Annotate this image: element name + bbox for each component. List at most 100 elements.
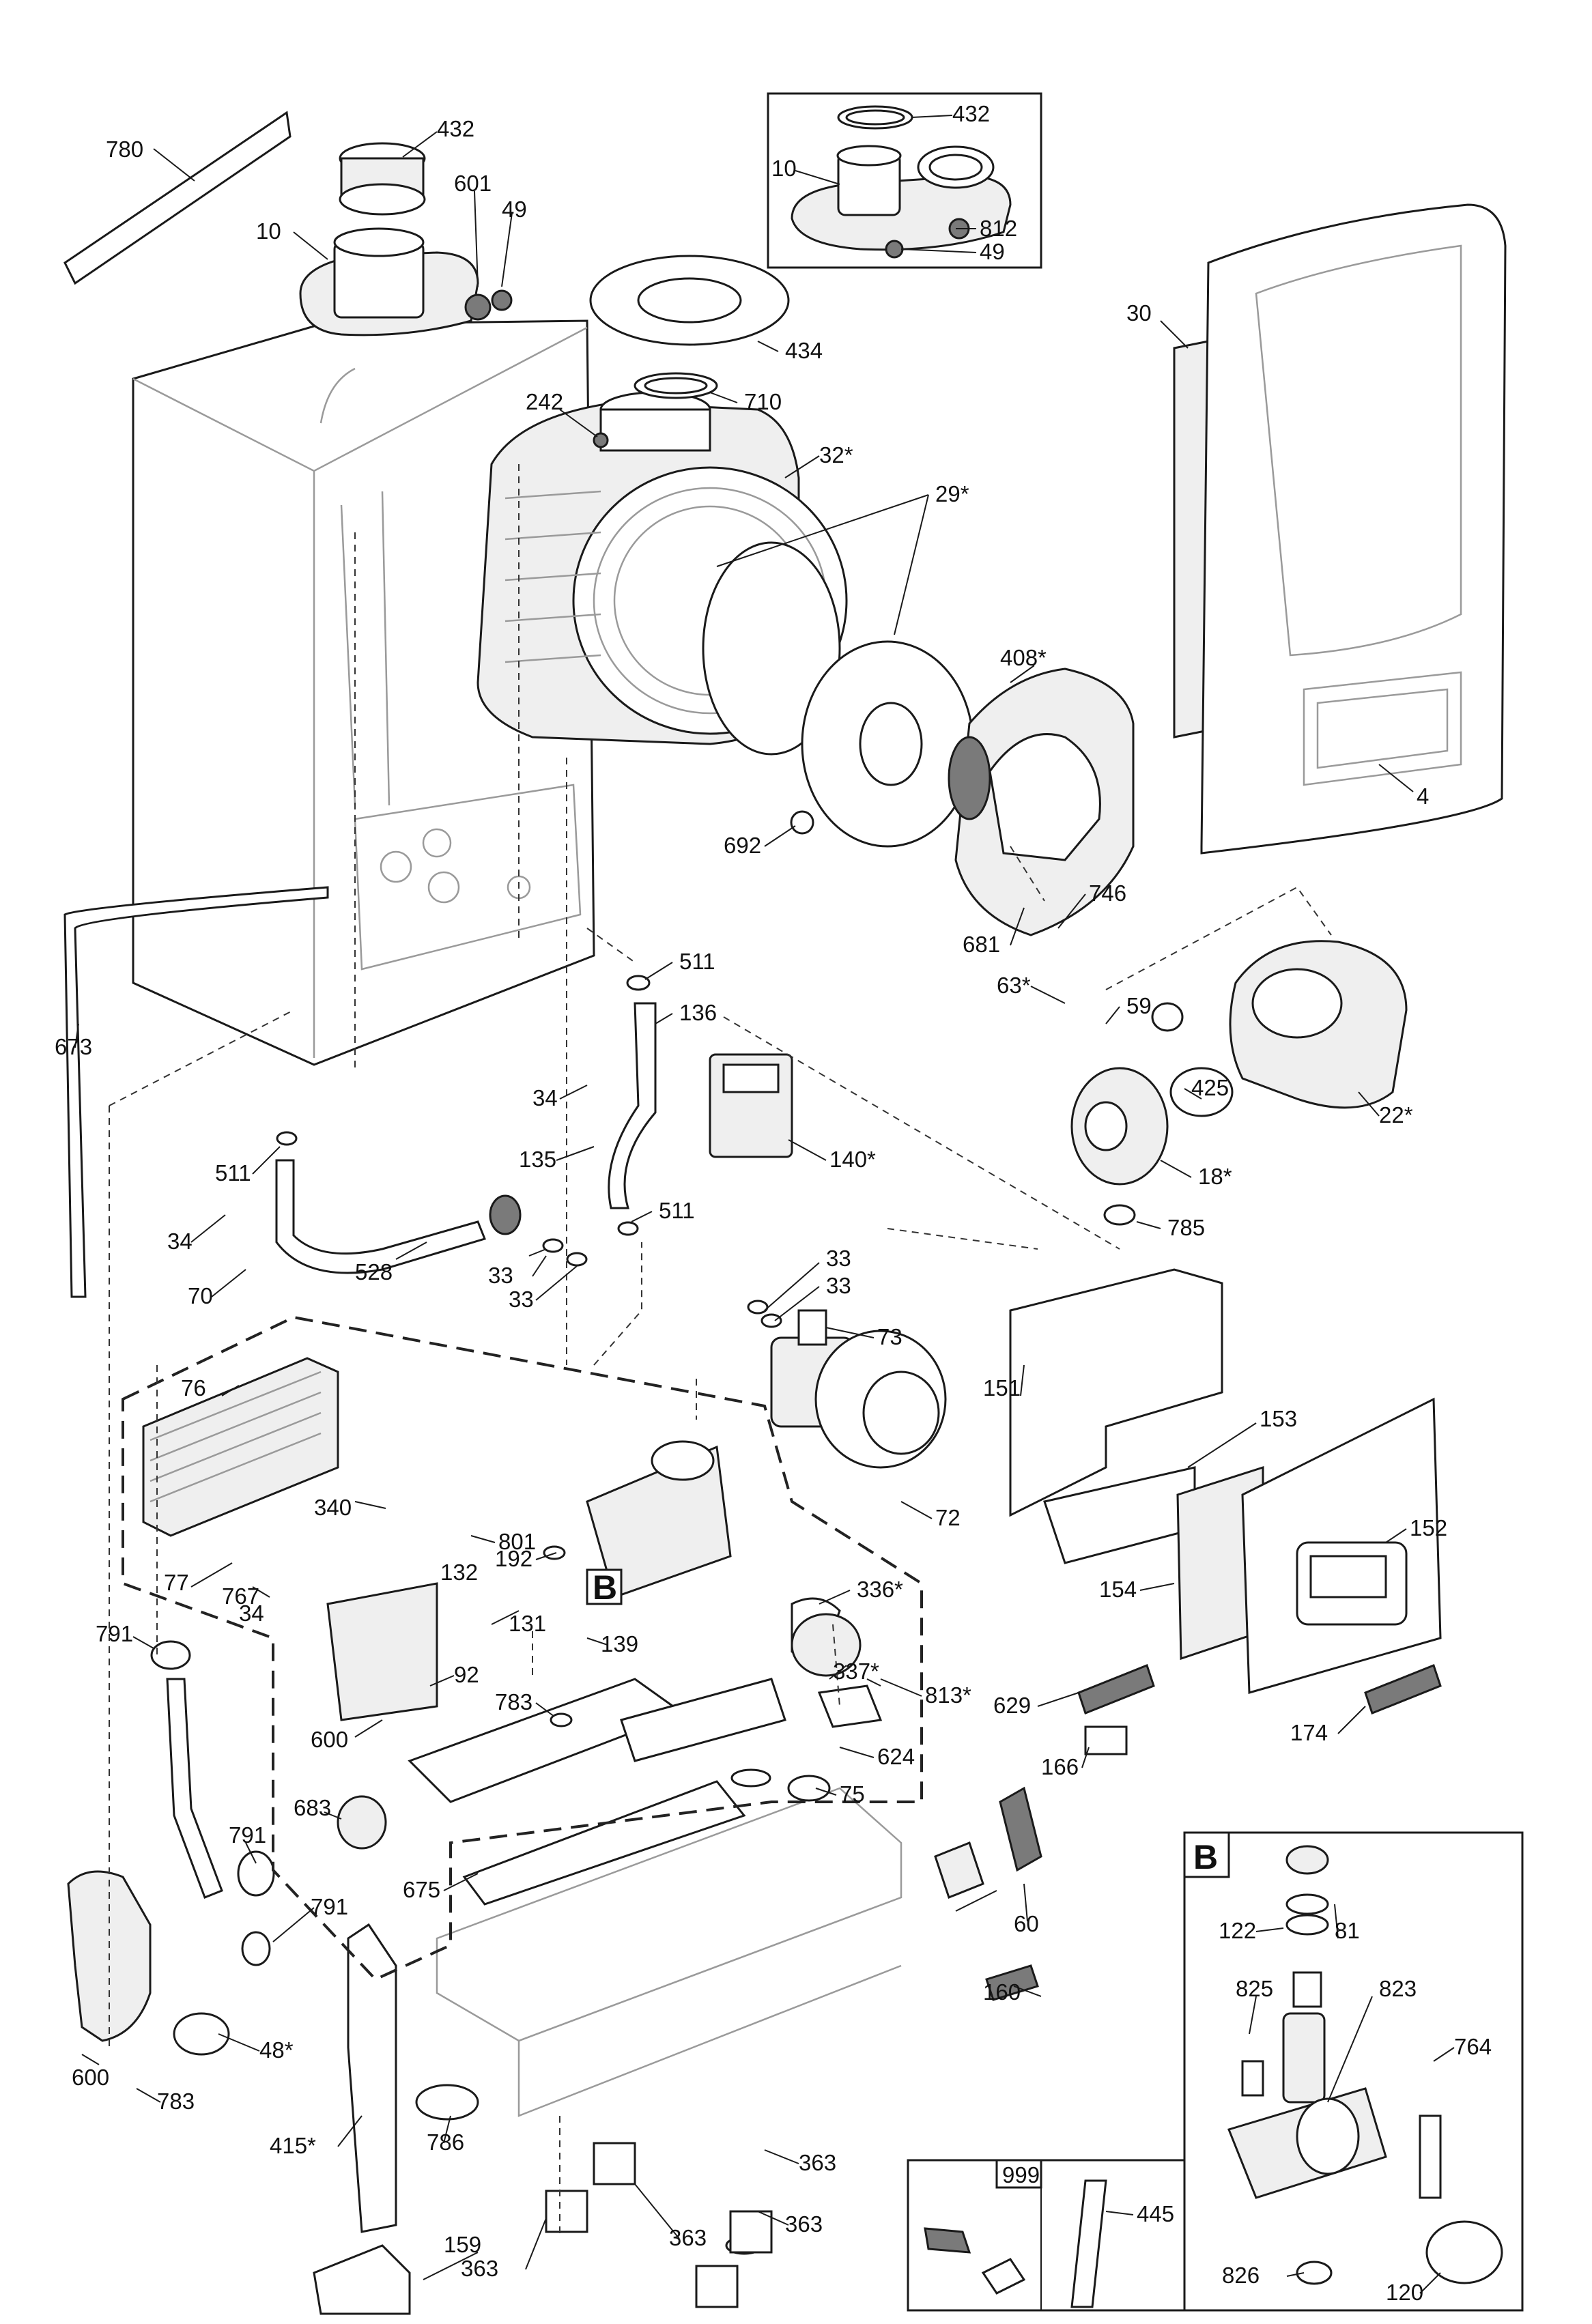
label-60: 60 — [1014, 1911, 1039, 1936]
label-767: 767 — [222, 1583, 259, 1609]
label-624: 624 — [877, 1744, 915, 1769]
label-826: 826 — [1222, 2263, 1260, 2288]
label-29: 29* — [935, 481, 969, 506]
label-600-a: 600 — [311, 1727, 348, 1752]
label-18: 18* — [1198, 1164, 1232, 1189]
label-408: 408* — [1000, 645, 1047, 670]
label-783-b: 783 — [157, 2089, 195, 2114]
label-601: 601 — [454, 171, 492, 196]
label-791-c: 791 — [311, 1894, 348, 1919]
burner-door — [948, 668, 1135, 936]
label-432-inset: 432 — [952, 101, 990, 126]
inset-b — [1183, 1831, 1524, 2312]
callout-b-label: B — [593, 1568, 617, 1607]
filter-683 — [337, 1795, 387, 1850]
label-75: 75 — [840, 1781, 865, 1807]
label-336: 336* — [857, 1577, 903, 1602]
label-72: 72 — [935, 1505, 961, 1530]
label-63: 63* — [997, 973, 1031, 998]
label-683: 683 — [294, 1795, 331, 1820]
label-432: 432 — [437, 116, 474, 141]
flue-gasket — [589, 255, 790, 399]
label-692: 692 — [724, 833, 761, 858]
label-77: 77 — [164, 1570, 189, 1595]
label-511-c: 511 — [659, 1198, 695, 1223]
label-340: 340 — [314, 1495, 352, 1520]
label-673: 673 — [55, 1034, 92, 1059]
flue-adaptor-parts — [299, 142, 513, 336]
label-166: 166 — [1041, 1754, 1079, 1779]
label-34-c: 34 — [239, 1601, 264, 1626]
label-135: 135 — [519, 1147, 556, 1172]
cold-water-pipe — [67, 1678, 397, 2233]
gas-pipe — [608, 1002, 657, 1209]
label-10: 10 — [256, 218, 281, 244]
control-box — [1009, 1268, 1442, 1694]
long-pipe — [63, 886, 329, 1298]
label-33-d: 33 — [509, 1287, 534, 1312]
leader-lines — [74, 115, 1455, 2294]
label-600-b: 600 — [72, 2065, 109, 2090]
label-242: 242 — [526, 389, 563, 414]
label-33-b: 33 — [826, 1273, 851, 1298]
label-139: 139 — [601, 1631, 638, 1656]
label-681: 681 — [963, 932, 1000, 957]
label-813: 813* — [925, 1682, 971, 1708]
label-33-a: 33 — [826, 1246, 851, 1271]
plate-heat-exchanger — [142, 1357, 339, 1537]
label-76: 76 — [181, 1375, 206, 1401]
label-153: 153 — [1260, 1406, 1297, 1431]
label-825: 825 — [1236, 1976, 1273, 2001]
sensor-cluster — [787, 1597, 883, 1802]
label-151: 151 — [983, 1375, 1021, 1401]
label-92: 92 — [454, 1662, 479, 1687]
label-780: 780 — [106, 137, 143, 162]
label-363-c: 363 — [669, 2225, 707, 2250]
label-132: 132 — [440, 1560, 478, 1585]
label-120: 120 — [1386, 2280, 1423, 2305]
front-casing — [1173, 203, 1507, 855]
label-425: 425 — [1191, 1075, 1229, 1100]
label-59: 59 — [1126, 993, 1152, 1018]
label-34-a: 34 — [532, 1085, 558, 1110]
label-415: 415* — [270, 2133, 316, 2158]
label-363-b: 363 — [785, 2211, 823, 2237]
venturi — [1070, 1067, 1234, 1226]
label-160: 160 — [983, 1979, 1021, 2005]
label-33-c: 33 — [488, 1263, 513, 1288]
burner-seal-ring — [702, 541, 841, 756]
callout-b — [586, 1568, 623, 1605]
label-363-a: 363 — [799, 2150, 836, 2175]
label-791-a: 791 — [96, 1621, 133, 1646]
label-511-a: 511 — [679, 949, 715, 974]
label-785: 785 — [1167, 1215, 1205, 1240]
assembly-813-outline — [122, 1315, 923, 1981]
label-10-inset: 10 — [771, 156, 797, 181]
part-labels: 780 432 601 49 10 432 10 812 49 30 434 7… — [55, 101, 1492, 2305]
label-192: 192 — [495, 1546, 532, 1571]
label-30: 30 — [1126, 300, 1152, 326]
label-48: 48* — [259, 2037, 294, 2063]
label-764: 764 — [1454, 2034, 1492, 2059]
burner-plate — [790, 640, 974, 848]
label-154: 154 — [1099, 1577, 1137, 1602]
label-629: 629 — [993, 1693, 1031, 1718]
gas-valve — [709, 1053, 793, 1158]
label-801: 801 — [498, 1529, 536, 1554]
dashed-guides — [109, 464, 1332, 2239]
label-434: 434 — [785, 338, 823, 363]
label-786: 786 — [427, 2129, 464, 2155]
label-812: 812 — [980, 216, 1017, 241]
hydraulic-block — [326, 1440, 732, 1721]
label-528: 528 — [355, 1259, 393, 1285]
label-140: 140* — [829, 1147, 876, 1172]
label-73: 73 — [877, 1324, 902, 1349]
connectors — [934, 1664, 1442, 2001]
flue-adaptor-inset — [767, 92, 1042, 269]
label-81: 81 — [1335, 1918, 1360, 1943]
label-999: 999 — [1002, 2162, 1040, 2187]
label-122: 122 — [1219, 1918, 1256, 1943]
label-131: 131 — [509, 1611, 546, 1636]
lower-manifold — [408, 1678, 902, 2117]
